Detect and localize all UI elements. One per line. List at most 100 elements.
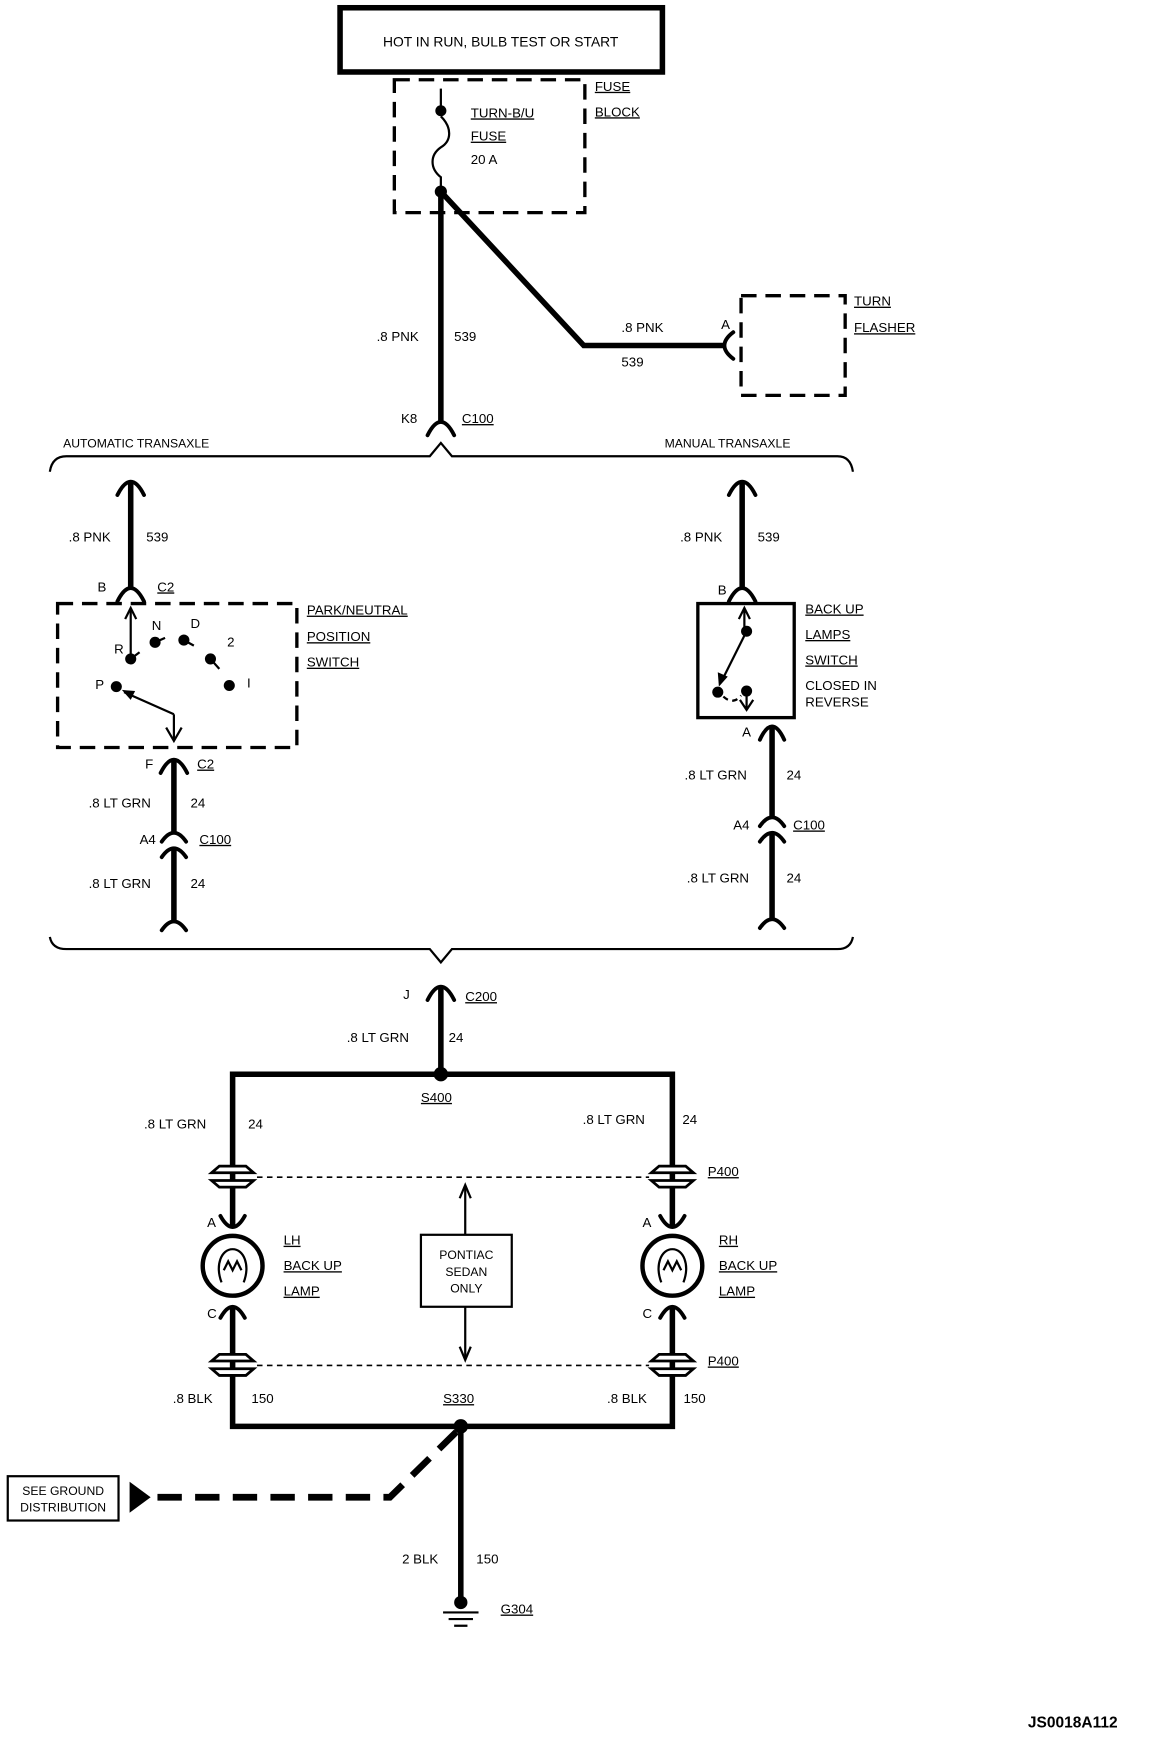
park-neutral-switch-outline — [55, 601, 299, 750]
ground-reference-wire — [155, 1429, 459, 1501]
lh-backup-lamp — [200, 1233, 265, 1298]
position-ticks — [130, 636, 221, 670]
rh-lamp-label-3: LAMP — [719, 1284, 755, 1299]
lh-lamp-filament — [217, 1248, 248, 1283]
c200-wire-size: .8 LT GRN — [347, 1030, 409, 1045]
switch-common-arrow — [124, 605, 138, 620]
s400-label: S400 — [421, 1090, 452, 1105]
ground-label: G304 — [501, 1602, 534, 1617]
lh-ground-wire-size: .8 BLK — [173, 1391, 213, 1406]
figure-id: JS0018A112 — [1028, 1715, 1118, 1732]
p400-lower-right — [647, 1353, 698, 1377]
manual-feed-wire-circuit: 539 — [758, 530, 780, 545]
p400-upper-right — [647, 1164, 698, 1189]
note-arrow-up-head — [458, 1182, 472, 1199]
c200-name: C200 — [465, 989, 497, 1004]
auto-lower-wire-size: .8 LT GRN — [89, 876, 151, 891]
lh-lamp-pin-a: A — [207, 1215, 216, 1230]
auto-c2-out-pin: F — [145, 757, 153, 772]
backup-switch-input-arrow — [737, 605, 751, 620]
park-neutral-switch-label-2: POSITION — [307, 629, 370, 644]
p400-upper-label: P400 — [708, 1164, 739, 1179]
park-neutral-switch-label-3: SWITCH — [307, 655, 359, 670]
note-line-3: ONLY — [450, 1281, 482, 1295]
position-2-label: 2 — [227, 635, 234, 650]
backup-switch-output-arrow — [739, 699, 755, 712]
fuse-block-outline — [392, 78, 587, 215]
position-r-label: R — [114, 641, 124, 656]
position-n-label: N — [152, 618, 162, 633]
fuse-block-label-1: FUSE — [595, 79, 631, 94]
p400-lower-left — [207, 1353, 258, 1377]
backup-switch-label-4: CLOSED IN — [805, 678, 877, 693]
manual-switch-in-connector — [726, 586, 758, 604]
feed-wire-size: .8 PNK — [377, 329, 419, 344]
flasher-pin: A — [721, 317, 730, 332]
ground-reference-arrow — [129, 1481, 151, 1513]
flasher-wire — [438, 189, 725, 349]
c200-pin: J — [403, 987, 410, 1002]
backup-switch-outline — [696, 601, 796, 720]
backup-switch-label-3: SWITCH — [805, 652, 857, 667]
rh-ground-wire-circuit: 150 — [683, 1391, 705, 1406]
auto-c2-out-name: C2 — [197, 757, 214, 772]
rh-ground-wire-size: .8 BLK — [607, 1391, 647, 1406]
position-n-dot — [149, 636, 161, 648]
backup-switch-label-5: REVERSE — [805, 695, 869, 710]
manual-upper-wire-circuit: 24 — [786, 768, 801, 783]
rh-lamp-filament — [657, 1248, 688, 1283]
backup-switch-travel — [722, 694, 742, 702]
lh-ground-wire-circuit: 150 — [251, 1391, 273, 1406]
turn-flasher-label-1: TURN — [854, 294, 891, 309]
position-d-label: D — [191, 616, 201, 631]
rh-lamp-connector-a — [658, 1214, 687, 1229]
auto-lower-wire-circuit: 24 — [191, 876, 206, 891]
rh-lamp-pin-c: C — [642, 1306, 652, 1321]
auto-c2-in-pin: B — [97, 579, 106, 594]
lower-brace — [48, 936, 855, 965]
auto-c2-in-connector — [115, 586, 146, 604]
manual-c100-name: C100 — [793, 817, 825, 832]
feed-wire-circuit: 539 — [454, 329, 476, 344]
note-line-2: SEDAN — [445, 1265, 487, 1279]
auto-c100-pin: A4 — [140, 832, 156, 847]
c100-feed-connector — [425, 420, 457, 438]
ground-reference-line-1: SEE GROUND — [22, 1484, 104, 1498]
rh-feed-wire-size: .8 LT GRN — [583, 1112, 645, 1127]
power-source-label: HOT IN RUN, BULB TEST OR START — [383, 34, 619, 50]
backup-switch-open-dot — [712, 686, 724, 698]
auto-upper-wire-circuit: 24 — [191, 795, 206, 810]
lh-lamp-label-2: BACK UP — [284, 1258, 342, 1273]
park-neutral-switch-label-1: PARK/NEUTRAL — [307, 603, 408, 618]
turn-flasher-outline — [739, 294, 847, 398]
lh-lamp-label-1: LH — [284, 1233, 301, 1248]
manual-switch-in-pin: B — [718, 583, 727, 598]
flasher-wire-circuit: 539 — [621, 355, 643, 370]
position-p-label: P — [95, 677, 104, 692]
s330-label: S330 — [443, 1391, 474, 1406]
upper-brace — [48, 441, 855, 472]
lh-feed-wire-size: .8 LT GRN — [144, 1116, 206, 1131]
lh-lamp-connector-a — [218, 1214, 247, 1229]
c200-wire-circuit: 24 — [449, 1030, 464, 1045]
auto-feed-wire-circuit: 539 — [146, 530, 168, 545]
manual-c100-pin: A4 — [733, 817, 749, 832]
auto-feed-wire-size: .8 PNK — [69, 530, 111, 545]
position-i-dot — [223, 679, 235, 692]
ground-reference-line-2: DISTRIBUTION — [20, 1501, 106, 1515]
lh-feed-wire-circuit: 24 — [248, 1116, 263, 1131]
note-line-1: PONTIAC — [439, 1248, 493, 1262]
backup-switch-blade-arrow — [717, 672, 728, 687]
lamp-ground-bus — [229, 1306, 676, 1430]
backup-switch-pivot-dot — [741, 625, 753, 637]
fuse-element — [431, 115, 451, 192]
rh-lamp-label-1: RH — [719, 1233, 738, 1248]
c100-feed-pin: K8 — [401, 411, 417, 426]
power-source-box — [337, 4, 666, 75]
turn-flasher-label-2: FLASHER — [854, 320, 915, 335]
manual-upper-wire-size: .8 LT GRN — [685, 768, 747, 783]
position-p-dot — [110, 681, 122, 693]
flasher-wire-size: .8 PNK — [621, 320, 663, 335]
p400-lower-label: P400 — [708, 1353, 739, 1368]
auto-upper-wire-size: .8 LT GRN — [89, 795, 151, 810]
